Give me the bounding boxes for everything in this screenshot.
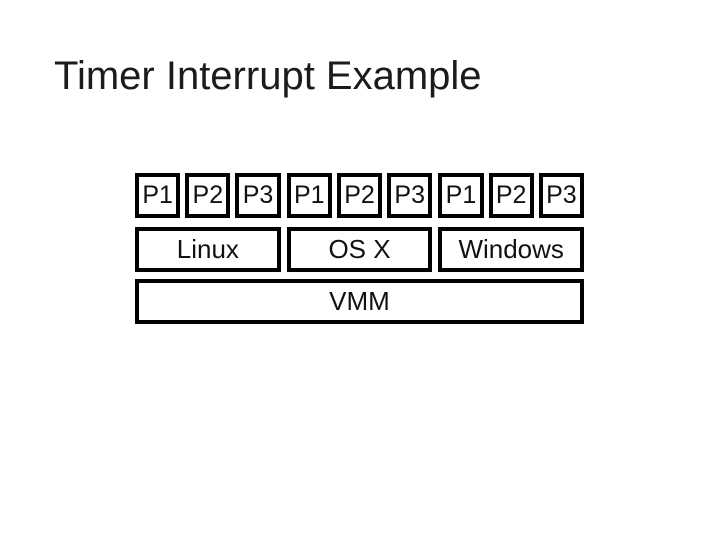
process-box: P3 [387,173,433,218]
process-box: P1 [438,173,484,218]
process-row: P1 P2 P3 [438,173,584,218]
process-box: P3 [538,173,584,218]
process-box: P1 [286,173,332,218]
process-label: P3 [394,181,426,209]
os-box-linux: Linux [135,227,281,272]
process-label: P3 [546,181,577,209]
process-label: P2 [495,181,527,209]
process-box: P2 [488,173,534,218]
os-column-linux: P1 P2 P3 Linux [135,173,281,272]
os-label: OS X [328,234,391,264]
vmm-diagram: P1 P2 P3 Linux P1 [135,173,585,324]
os-label: Linux [176,234,239,264]
vmm-label: VMM [329,286,390,316]
process-row: P1 P2 P3 [286,173,433,218]
process-label: P2 [192,181,224,209]
process-box: P2 [336,173,383,218]
os-label: Windows [458,234,564,264]
process-label: P2 [344,181,375,209]
process-box: P3 [235,173,281,218]
process-label: P1 [142,181,173,209]
os-columns: P1 P2 P3 Linux P1 [135,173,585,272]
process-box: P1 [135,173,181,218]
process-row: P1 P2 P3 [135,173,281,218]
slide-title: Timer Interrupt Example [54,54,482,98]
process-label: P3 [242,181,274,209]
os-column-windows: P1 P2 P3 Windows [438,173,585,272]
process-label: P1 [293,181,325,209]
os-box-osx: OS X [286,227,433,272]
os-column-osx: P1 P2 P3 OS X [286,173,433,272]
process-label: P1 [445,181,477,209]
os-box-windows: Windows [438,227,585,272]
process-box: P2 [185,173,231,218]
vmm-box: VMM [135,279,584,324]
